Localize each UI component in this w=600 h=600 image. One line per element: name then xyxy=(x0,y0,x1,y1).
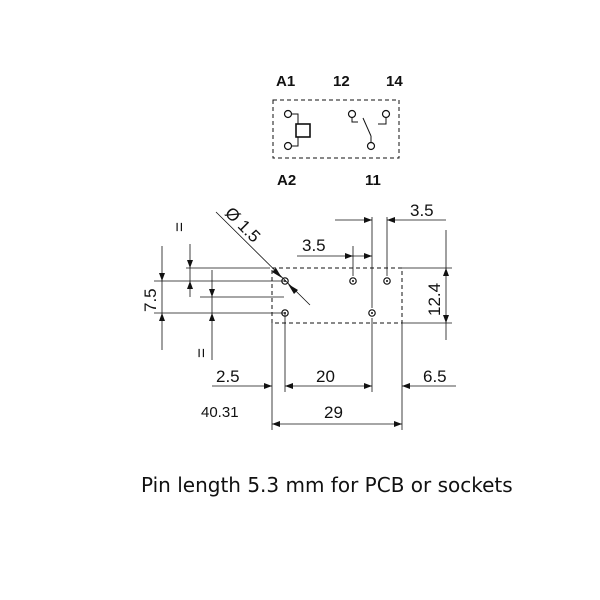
dim-label-pitch-center: 20 xyxy=(316,367,335,386)
dim-total-width: 29 40.31 xyxy=(201,403,402,427)
pin-label-a1: A1 xyxy=(276,73,295,90)
dim-height-right: 12.4 xyxy=(402,230,452,340)
pin-label-12: 12 xyxy=(333,73,350,90)
pin-hole-11 xyxy=(368,309,376,317)
pin-label-14: 14 xyxy=(386,73,403,90)
relay-housing-outline xyxy=(272,99,400,159)
dim-label-equal-top: = xyxy=(170,222,189,232)
dim-label-offset-right: 6.5 xyxy=(423,367,447,386)
pin-hole-14 xyxy=(383,277,391,285)
contact-symbol xyxy=(347,109,391,151)
dim-top-spacing: 3.5 xyxy=(335,201,446,308)
dim-label-inner-spacing: 3.5 xyxy=(302,236,326,255)
footprint-drawing: 3.5 3.5 Ø 1.5 12.4 xyxy=(141,201,456,430)
pin-label-a2: A2 xyxy=(277,172,296,189)
pin-length-caption: Pin length 5.3 mm for PCB or sockets xyxy=(141,473,513,497)
dim-bottom-chain: 2.5 20 6.5 xyxy=(212,313,456,430)
pin-hole-12 xyxy=(349,277,357,285)
dim-hole-diameter: Ø 1.5 xyxy=(215,203,311,306)
dim-equal-split: = = xyxy=(170,222,284,360)
dim-label-total-width: 29 xyxy=(324,403,343,422)
dim-label-top-spacing: 3.5 xyxy=(410,201,434,220)
dim-inner-spacing: 3.5 xyxy=(297,236,372,276)
dim-label-hole-diameter: Ø 1.5 xyxy=(221,203,264,246)
dim-height-left: 7.5 xyxy=(141,246,285,350)
coil-symbol xyxy=(283,109,311,151)
dim-label-height-left: 7.5 xyxy=(141,288,160,312)
relay-schematic: A1 12 14 A2 11 xyxy=(272,73,403,189)
reference-number: 40.31 xyxy=(201,404,239,421)
dim-label-height-right: 12.4 xyxy=(425,283,444,316)
footprint-outline xyxy=(271,267,403,324)
dim-label-equal-bottom: = xyxy=(192,348,211,358)
dim-label-offset-left: 2.5 xyxy=(216,367,240,386)
pin-label-11: 11 xyxy=(365,172,381,189)
